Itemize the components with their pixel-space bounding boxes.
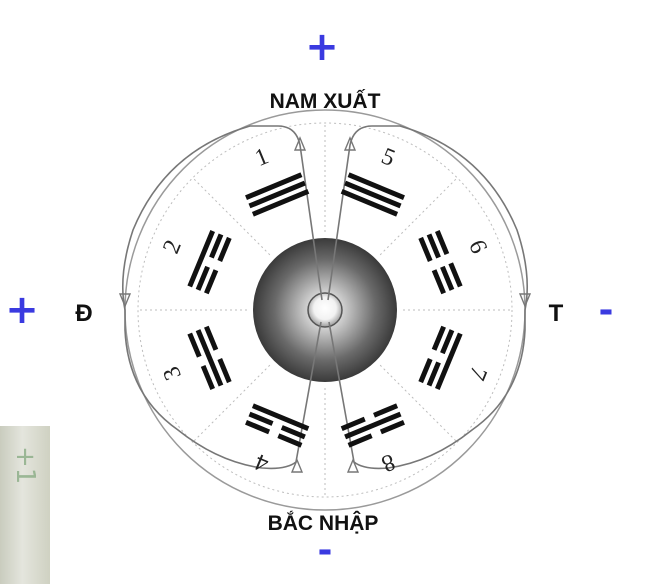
corner-photo-fragment: +1 — [0, 426, 50, 584]
sector-number-5: 5 — [378, 143, 399, 172]
trigram-8 — [340, 403, 405, 448]
sector-number-1: 1 — [251, 143, 272, 172]
trigram-line-broken — [431, 325, 446, 351]
sector-number-4: 4 — [251, 448, 272, 477]
trigram-line-broken — [426, 361, 441, 387]
trigram-7 — [418, 325, 463, 390]
trigram-line-solid — [187, 230, 215, 288]
trigram-line-solid — [248, 180, 306, 209]
sign-right: - — [599, 290, 614, 331]
trigram-line-solid — [435, 332, 463, 390]
trigram-line-broken — [204, 325, 219, 351]
trigram-4 — [245, 403, 310, 448]
trigram-line-broken — [217, 236, 232, 262]
divider-line — [191, 176, 271, 256]
label-bottom-north-in: BẮC NHẬP — [268, 511, 379, 535]
sector-number-6: 6 — [463, 236, 492, 257]
arrow-top-right — [343, 136, 357, 151]
trigram-line-broken — [431, 269, 446, 295]
arrow-bottom-right — [346, 458, 360, 473]
corner-photo-text: +1 — [10, 446, 40, 485]
trigram-6 — [418, 230, 463, 295]
trigram-line-solid — [340, 189, 399, 217]
flow-paths — [121, 125, 529, 470]
trigram-line-broken — [435, 230, 450, 256]
flow-arrowheads — [118, 136, 532, 473]
label-right-west: T — [549, 300, 564, 327]
trigram-line-solid — [344, 180, 402, 209]
sector-number-8: 8 — [378, 448, 399, 477]
trigram-line-solid — [195, 329, 224, 387]
divider-line — [191, 364, 271, 444]
trigram-line-broken — [418, 236, 433, 262]
right-flow-path — [327, 125, 529, 470]
trigram-line-broken — [379, 420, 405, 435]
sector-dividers — [137, 122, 513, 498]
trigram-line-broken — [347, 433, 373, 448]
trigram-line-broken — [440, 265, 455, 291]
trigram-line-broken — [195, 265, 210, 291]
trigram-line-broken — [426, 233, 441, 259]
trigram-line-solid — [347, 172, 405, 200]
left-flow-path — [121, 125, 323, 470]
sector-number-2: 2 — [158, 236, 187, 257]
divider-line — [379, 176, 459, 256]
trigram-line-broken — [248, 411, 274, 426]
trigram-2 — [187, 230, 232, 295]
arrow-left-mid — [118, 293, 132, 308]
trigram-line-broken — [187, 332, 202, 358]
sign-top: + — [305, 24, 339, 70]
sign-left: + — [5, 287, 39, 333]
trigram-line-solid — [251, 189, 310, 217]
sector-number-7: 7 — [463, 363, 492, 384]
trigram-line-broken — [217, 358, 232, 384]
arrow-right-mid — [518, 293, 532, 308]
label-left-east: Đ — [75, 300, 92, 327]
trigram-line-solid — [245, 172, 303, 200]
trigram-line-broken — [245, 420, 271, 435]
label-top-south-out: NAM XUẤT — [270, 90, 381, 113]
trigram-line-broken — [200, 364, 215, 390]
sector-number-3: 3 — [158, 363, 187, 384]
arrow-top-left — [293, 136, 307, 151]
trigram-line-broken — [280, 425, 306, 440]
trigram-line-broken — [204, 269, 219, 295]
trigram-line-solid — [344, 411, 402, 440]
trigram-1 — [245, 172, 310, 217]
trigram-5 — [340, 172, 405, 217]
arrow-bottom-left — [290, 458, 304, 473]
trigram-line-solid — [251, 403, 310, 431]
trigram-line-broken — [340, 416, 366, 431]
trigram-line-broken — [418, 358, 433, 384]
divider-line — [379, 364, 459, 444]
trigram-line-broken — [209, 233, 224, 259]
trigram-3 — [187, 325, 232, 390]
inner-dotted-ring — [137, 122, 513, 498]
trigram-line-broken — [440, 329, 455, 355]
center-core — [307, 292, 343, 328]
trigram-line-broken — [373, 403, 399, 418]
trigram-line-broken — [277, 433, 303, 448]
trigram-line-broken — [448, 262, 463, 288]
sign-bottom: - — [318, 530, 333, 571]
